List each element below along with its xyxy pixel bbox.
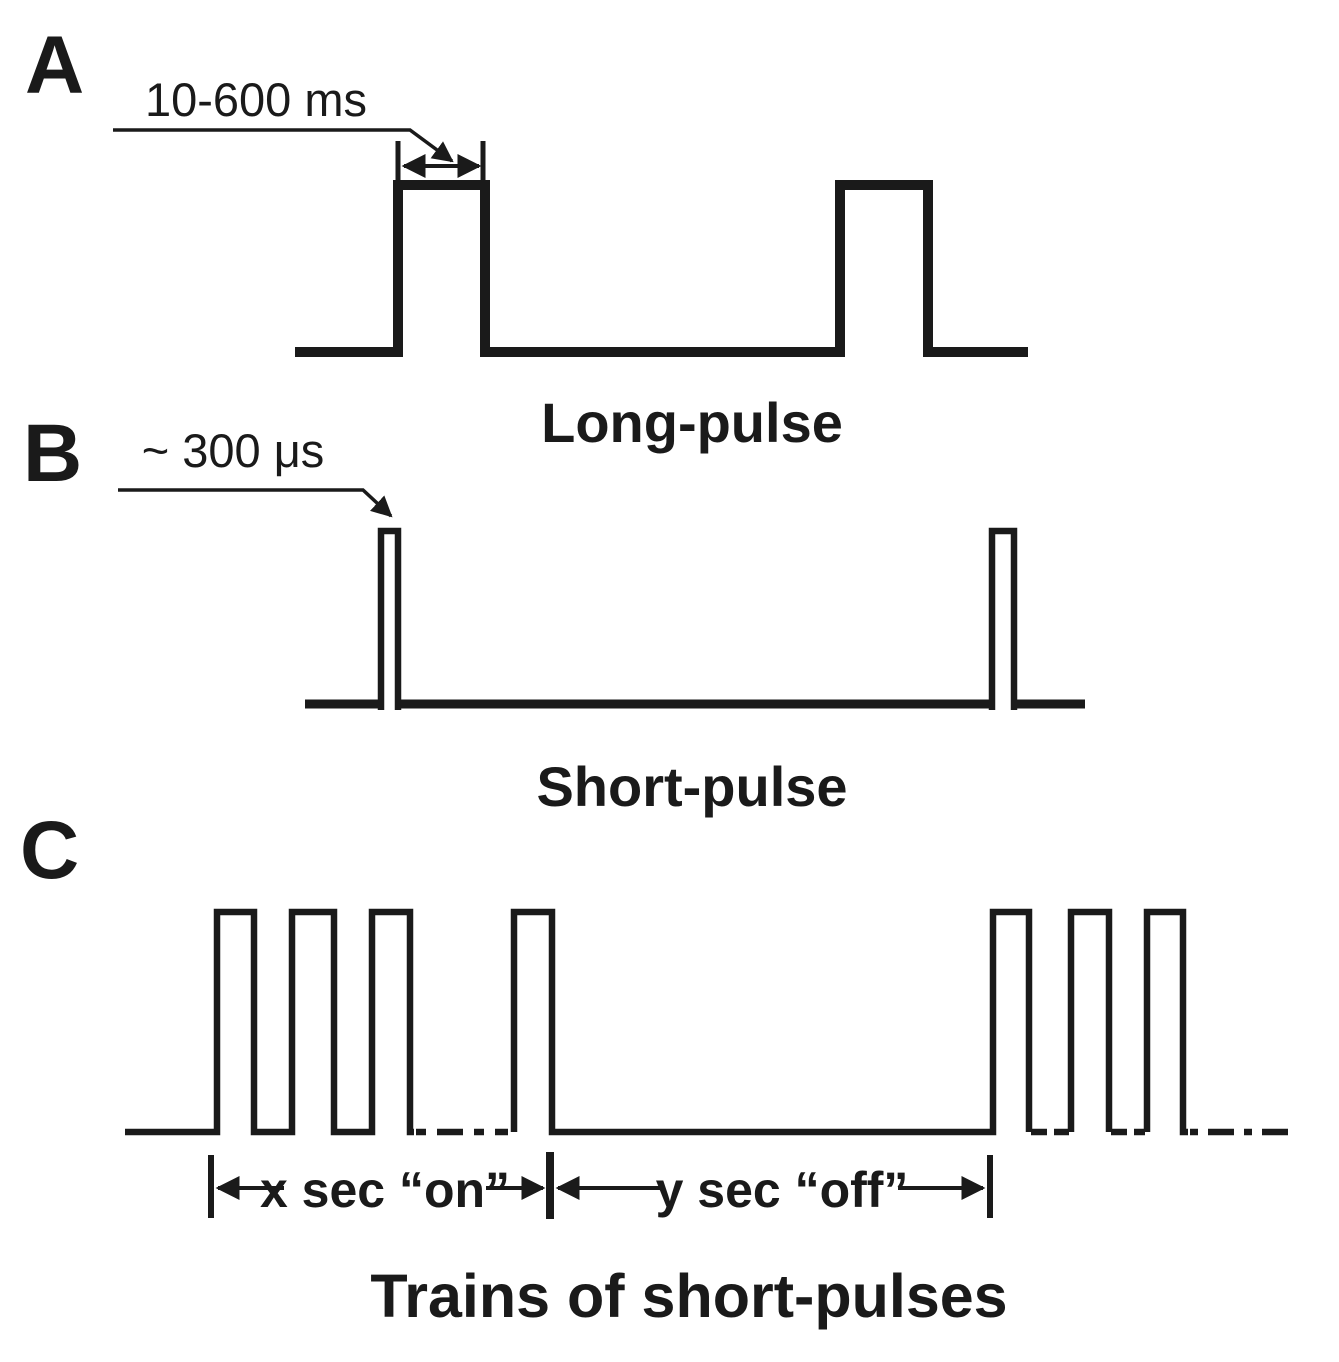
panel-b-letter: B (23, 408, 82, 499)
off-duration-label: y sec “off” (656, 1162, 909, 1218)
panel-a: A 10-600 ms Long-pulse (25, 20, 1028, 454)
panel-b-annotation-label: ~ 300 μs (142, 424, 325, 477)
pulse-train-1-waveform (125, 908, 414, 1136)
pulse-train-2-pulse-3 (1143, 908, 1188, 1136)
long-pulse-waveform (295, 180, 1028, 357)
panel-b-leader-arrow (118, 488, 393, 518)
trains-caption: Trains of short-pulses (370, 1262, 1007, 1330)
panel-a-leader-arrow (113, 128, 454, 163)
short-pulse-spike-1 (377, 527, 402, 710)
panel-b: B ~ 300 μs Short-pulse (23, 408, 1085, 818)
panel-c-letter: C (20, 805, 79, 896)
panel-c: C x sec “on” y sec “off” Trains of short… (20, 805, 1298, 1330)
pulse-train-2-pulse-2 (1067, 908, 1113, 1132)
pulse-train-1-end-and-off-period (510, 908, 1033, 1136)
short-pulse-spike-2 (988, 527, 1018, 710)
long-pulse-caption: Long-pulse (541, 391, 843, 454)
short-pulse-caption: Short-pulse (536, 755, 847, 818)
on-duration-label: x sec “on” (260, 1162, 510, 1218)
panel-a-letter: A (25, 20, 84, 111)
panel-a-annotation-label: 10-600 ms (145, 73, 367, 126)
